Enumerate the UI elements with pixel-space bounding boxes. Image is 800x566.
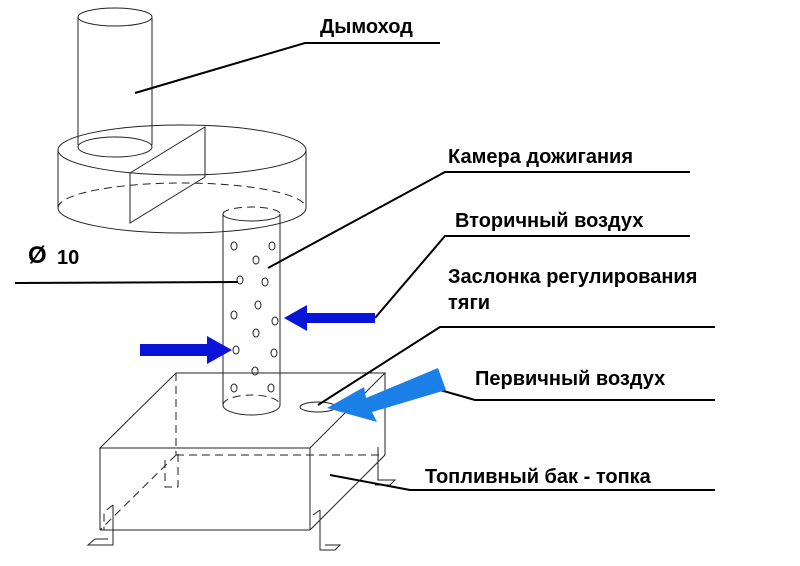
label-afterburner: Камера дожигания [448,146,634,168]
air-hole [230,310,238,320]
air-hole [271,316,279,326]
label-fuel-tank: Топливный бак - топка [425,466,651,488]
leader-chimney [134,42,440,94]
label-damper-1: Заслонка регулирования [448,266,698,288]
air-hole [261,277,269,287]
label-damper-2: тяги [448,292,491,314]
leader-damper [317,326,715,406]
secondary-air-arrow-right [284,305,375,331]
air-hole [251,366,259,376]
drum-chamber [57,124,307,234]
air-hole [267,383,275,393]
air-hole [270,348,278,358]
air-hole [230,383,238,393]
air-hole [252,328,260,338]
label-primary-air: Первичный воздух [475,368,666,390]
air-hole [232,345,240,355]
air-holes [230,241,279,393]
label-chimney: Дымоход [320,16,413,38]
air-hole [236,275,244,285]
leader-secondary-air [374,235,690,319]
diameter-symbol: Ø [28,242,47,269]
leader-primary-air [439,389,715,401]
air-hole [268,241,276,251]
secondary-air-arrow-left [140,336,232,364]
air-hole [252,255,260,265]
air-hole [254,300,262,310]
leader-afterburner [267,171,690,269]
leader-fuel-tank [329,474,715,491]
label-secondary-air: Вторичный воздух [455,210,644,232]
fuel-tank-box [86,372,397,551]
leader-diameter [14,281,239,284]
label-hole-diameter: 10 [57,247,80,269]
chimney-pipe [77,7,153,158]
air-hole [230,241,238,251]
primary-air-arrow [327,368,446,422]
